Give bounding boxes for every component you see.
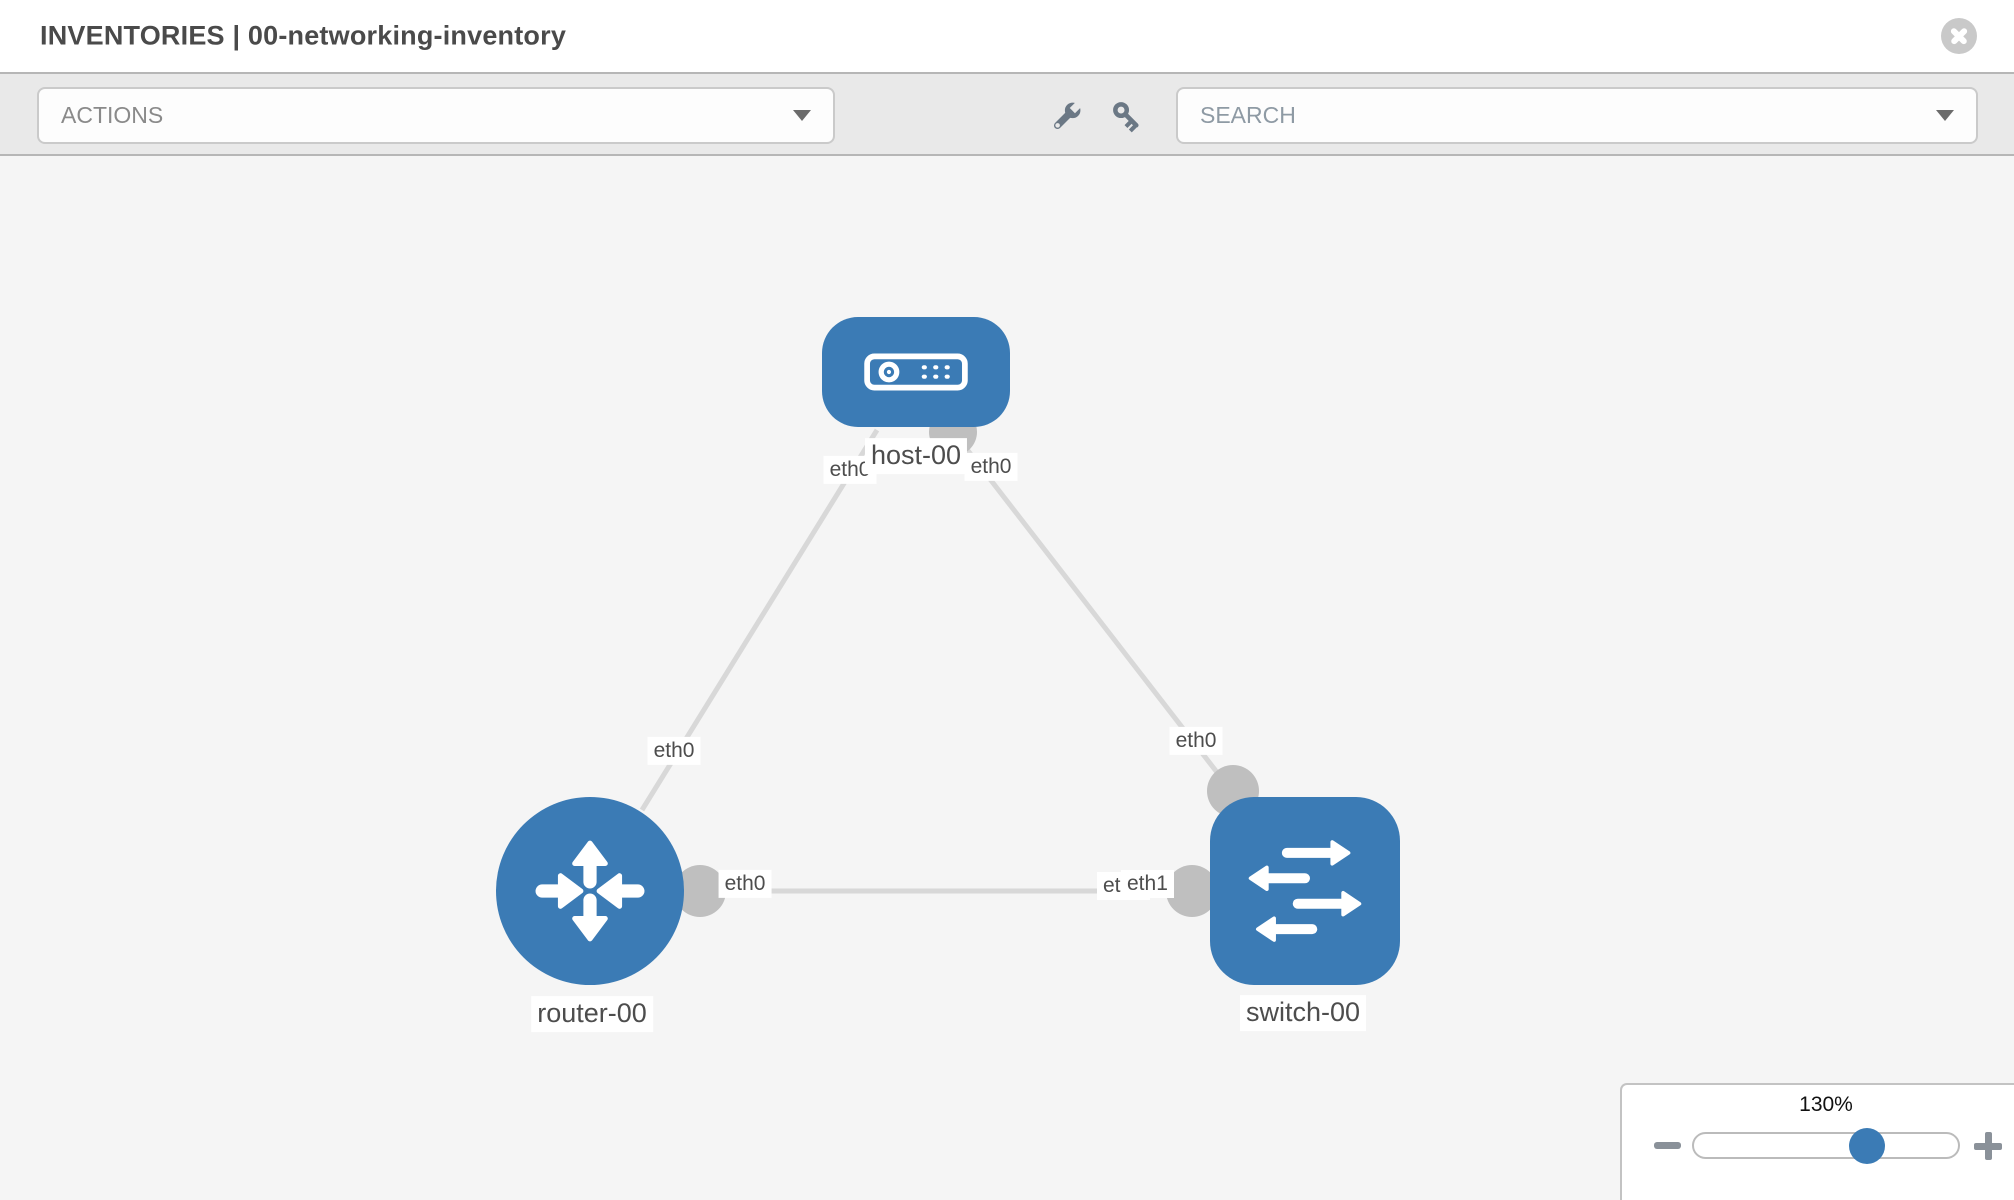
switch-icon: [1248, 840, 1362, 942]
interface-label: eth0: [647, 736, 701, 766]
zoom-out-button[interactable]: [1654, 1142, 1681, 1149]
key-icon[interactable]: [1110, 99, 1146, 135]
interface-label: eth0: [1169, 726, 1223, 756]
header: INVENTORIES | 00-networking-inventory: [0, 0, 2014, 72]
topology-canvas[interactable]: eth0 eth0 eth0 eth0 eth0 eth0 eth1 host-…: [0, 156, 2014, 1200]
search-dropdown-label: SEARCH: [1200, 102, 1296, 128]
zoom-in-button[interactable]: [1974, 1132, 2002, 1160]
interface-label: eth0: [718, 869, 772, 899]
page-title: INVENTORIES | 00-networking-inventory: [40, 20, 567, 51]
node-switch-00[interactable]: [1210, 797, 1400, 985]
zoom-panel: 130%: [1620, 1083, 2014, 1200]
chevron-down-icon: [1936, 110, 1954, 121]
plus-icon: [1984, 1132, 1992, 1160]
node-label-router-00: router-00: [531, 996, 653, 1032]
node-router-00[interactable]: [496, 797, 684, 985]
search-dropdown[interactable]: SEARCH: [1176, 87, 1978, 144]
host-icon: [864, 353, 968, 391]
interface-label: eth1: [1121, 870, 1174, 899]
node-label-host-00: host-00: [864, 438, 968, 474]
actions-dropdown[interactable]: ACTIONS: [37, 87, 835, 144]
interface-label: eth0: [964, 452, 1018, 482]
toolbar: ACTIONS SEARCH: [0, 72, 2014, 156]
port-circle: [1166, 865, 1218, 917]
close-icon[interactable]: [1941, 18, 1977, 54]
port-circle: [674, 865, 726, 917]
node-label-switch-00: switch-00: [1239, 995, 1367, 1031]
zoom-level: 130%: [1799, 1093, 1853, 1116]
router-icon: [535, 840, 645, 942]
zoom-slider[interactable]: [1692, 1128, 1960, 1164]
chevron-down-icon: [793, 110, 811, 121]
wrench-icon[interactable]: [1048, 99, 1084, 135]
node-host-00[interactable]: [822, 317, 1010, 427]
actions-dropdown-label: ACTIONS: [61, 102, 164, 128]
topology-links-layer: [639, 408, 1259, 917]
zoom-slider-handle[interactable]: [1849, 1128, 1885, 1164]
